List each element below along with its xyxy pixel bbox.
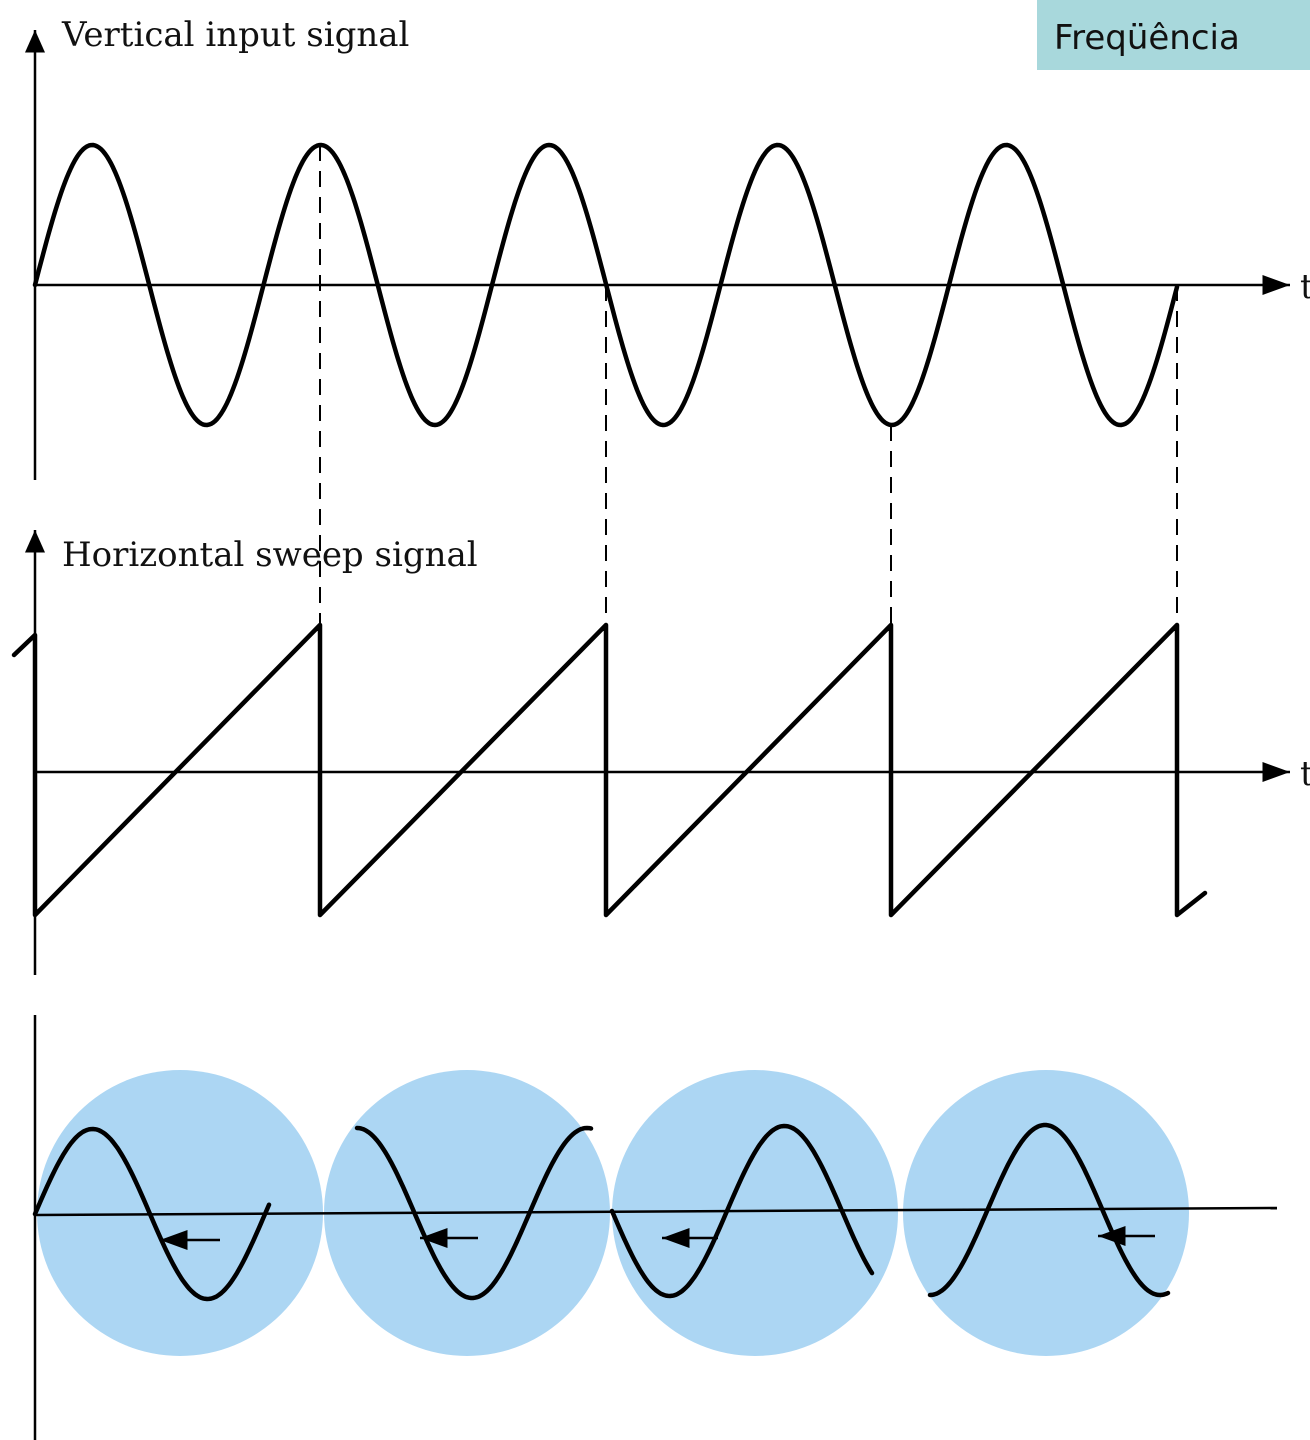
display-trace-2 bbox=[354, 1125, 594, 1301]
display-trace-4 bbox=[927, 1122, 1171, 1298]
alignment-guides bbox=[319, 145, 1178, 625]
frequency-badge-text: Freqüência bbox=[1054, 18, 1240, 58]
display-panel bbox=[32, 1015, 1278, 1440]
highlight-circle-4 bbox=[903, 1070, 1189, 1356]
vertical-input-sine-wave bbox=[32, 142, 1180, 428]
frequency-badge-background bbox=[1037, 0, 1310, 70]
display-trace-3 bbox=[609, 1123, 875, 1299]
display-trace-1 bbox=[32, 1126, 272, 1302]
vertical-input-label: Vertical input signal bbox=[61, 15, 409, 55]
display-baseline bbox=[34, 1206, 1278, 1217]
highlight-circle-3 bbox=[612, 1070, 898, 1356]
horizontal-t-axis-label: t bbox=[1300, 754, 1310, 794]
sawtooth-sweep-wave bbox=[11, 622, 1208, 918]
horizontal-sweep-panel: Horizontal sweep signal t bbox=[11, 530, 1310, 975]
vertical-input-panel: Vertical input signal t bbox=[25, 15, 1310, 480]
vertical-t-axis-label: t bbox=[1300, 267, 1310, 307]
horizontal-sweep-label: Horizontal sweep signal bbox=[62, 535, 478, 575]
frequency-badge: Freqüência bbox=[1037, 0, 1310, 70]
